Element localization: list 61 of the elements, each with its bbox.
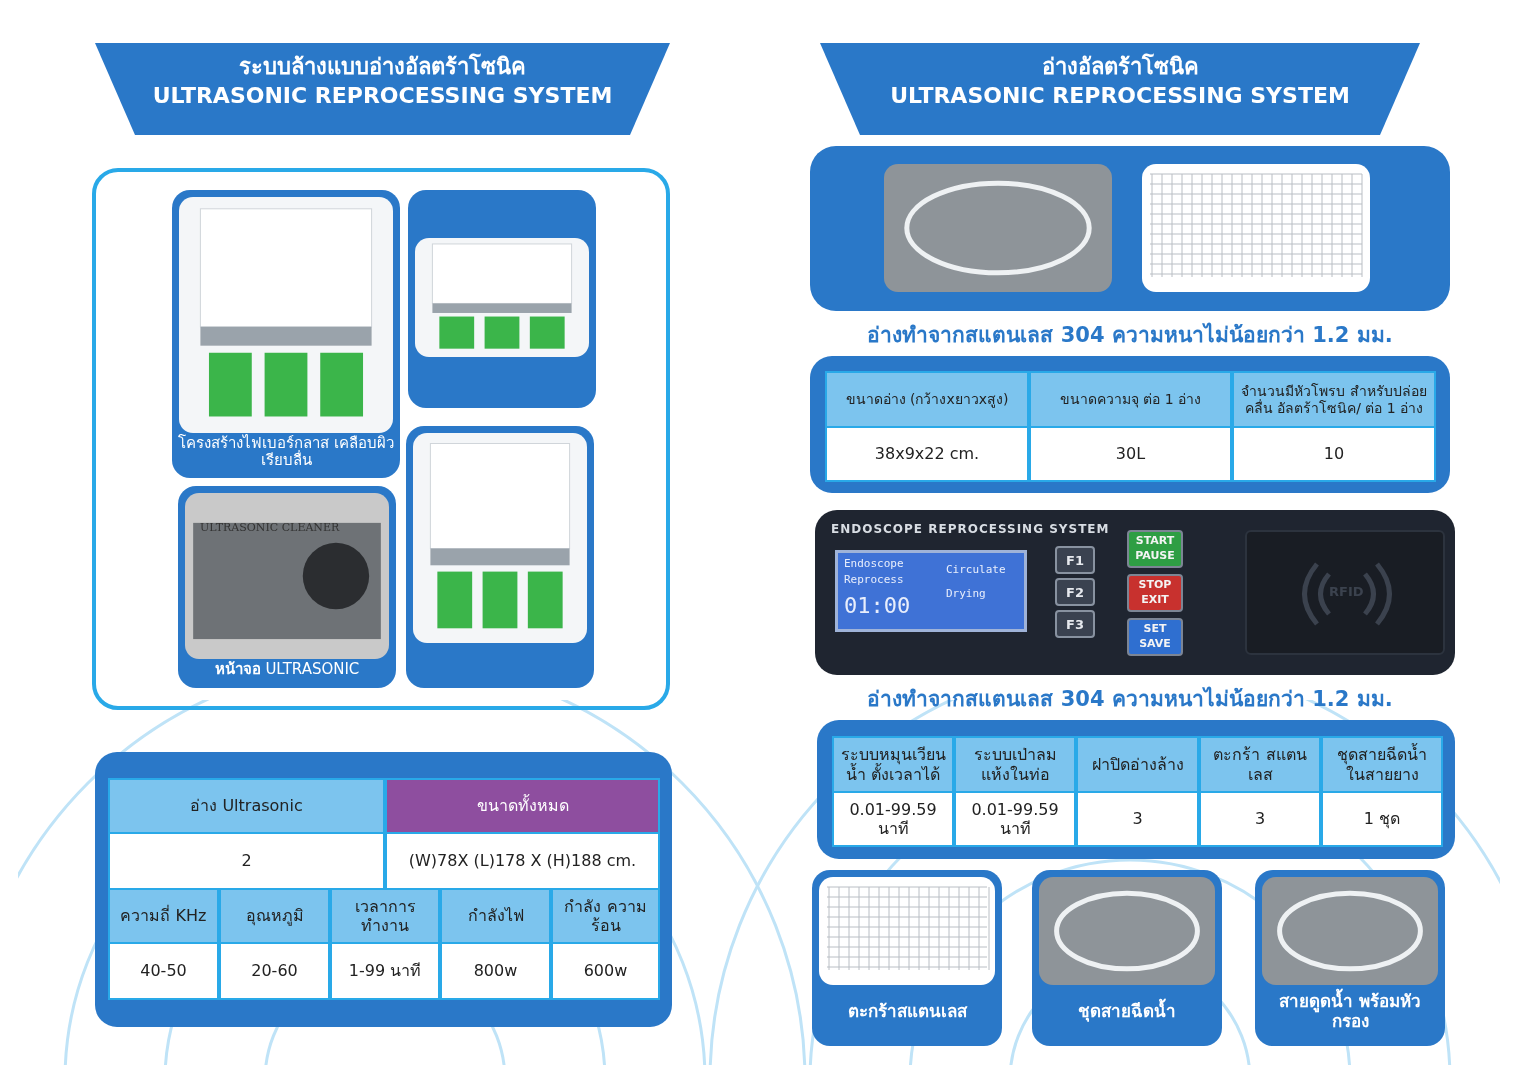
banner-title: ULTRASONIC REPROCESSING SYSTEM xyxy=(889,83,1351,108)
banner-title: ระบบล้างแบบอ่างอัลตร้าโซนิค xyxy=(238,52,527,81)
photo-card xyxy=(812,870,1002,1046)
header-cell: ฝาปิดอ่างล้าง xyxy=(1076,736,1199,793)
header-cell: ตะกร้า สแตนเลส xyxy=(1199,736,1321,793)
data-cell: 0.01-99.59 นาที xyxy=(954,791,1076,847)
screen-text: Reprocess xyxy=(844,573,904,586)
control-key: STOP EXIT xyxy=(1127,574,1183,612)
screen-text: Circulate xyxy=(946,563,1006,576)
function-key: F1 xyxy=(1055,546,1095,574)
screen-text: 01:00 xyxy=(844,593,911,618)
control-key: START PAUSE xyxy=(1127,530,1183,568)
header-cell: ขนาดอ่าง (กว้างxยาวxสูง) xyxy=(825,371,1029,428)
function-key: F2 xyxy=(1055,578,1095,606)
data-cell: 2 xyxy=(108,832,385,890)
header-cell: อุณหภูมิ xyxy=(219,888,330,944)
header-cell: ขนาดทั้งหมด xyxy=(385,778,660,834)
data-cell: 20-60 xyxy=(219,942,330,1000)
data-cell: 800w xyxy=(440,942,551,1000)
data-cell: (W)78X (L)178 X (H)188 cm. xyxy=(385,832,660,890)
control-key: SET SAVE xyxy=(1127,618,1183,656)
header-cell: เวลาการ ทำงาน xyxy=(330,888,440,944)
photo-card xyxy=(1255,870,1445,1046)
panel-title: ENDOSCOPE REPROCESSING SYSTEM xyxy=(831,522,1110,536)
data-cell: 3 xyxy=(1199,791,1321,847)
photo-card xyxy=(1032,870,1222,1046)
caption-text: อ่างทำจากสแตนเลส 304 ความหนาไม่น้อยกว่า 1.2 มม. xyxy=(866,321,1394,349)
data-cell: 30L xyxy=(1029,426,1232,482)
function-key: F3 xyxy=(1055,610,1095,638)
header-cell: ชุดสายฉีดน้ำ ในสายยาง xyxy=(1321,736,1443,793)
header-cell: ขนาดความจุ ต่อ 1 อ่าง xyxy=(1029,371,1232,428)
card-caption: ชุดสายฉีดน้ำ xyxy=(1038,984,1216,1040)
banner-title: อ่างอัลตร้าโซนิค xyxy=(1040,52,1200,81)
data-cell: 600w xyxy=(551,942,660,1000)
photo-card xyxy=(406,426,594,688)
card-caption: สายดูดน้ำ พร้อมหัวกรอง xyxy=(1261,984,1439,1040)
banner-title: ULTRASONIC REPROCESSING SYSTEM xyxy=(151,83,614,108)
data-cell: 1 ชุด xyxy=(1321,791,1443,847)
header-cell: กำลังไฟ xyxy=(440,888,551,944)
caption-text: อ่างทำจากสแตนเลส 304 ความหนาไม่น้อยกว่า 1.2 มม. xyxy=(866,685,1394,713)
header-cell: ระบบหมุนเวียนน้ำ ตั้งเวลาได้ xyxy=(832,736,954,793)
card-caption: โครงสร้างไฟเบอร์กลาส เคลือบผิวเรียบลื่น xyxy=(178,432,394,471)
photo-card xyxy=(178,486,396,688)
card-caption: หน้าจอ ULTRASONIC xyxy=(213,659,361,681)
data-cell: 38x9x22 cm. xyxy=(825,426,1029,482)
header-cell: จำนวนมีหัวโพรบ สำหรับปล่อยคลื่น อัลตร้าโซนิค/ ต่อ 1 อ่าง xyxy=(1232,371,1436,428)
data-cell: 10 xyxy=(1232,426,1436,482)
panel-label: ULTRASONIC CLEANER xyxy=(200,521,340,534)
data-cell: 40-50 xyxy=(108,942,219,1000)
photo-card xyxy=(408,190,596,408)
header-cell: อ่าง Ultrasonic xyxy=(108,778,385,834)
screen-text: Endoscope xyxy=(844,557,904,570)
data-cell: 0.01-99.59 นาที xyxy=(832,791,954,847)
header-cell: ระบบเป่าลม แห้งในท่อ xyxy=(954,736,1076,793)
header-cell: กำลัง ความร้อน xyxy=(551,888,660,944)
data-cell: 3 xyxy=(1076,791,1199,847)
screen-text: Drying xyxy=(946,587,986,600)
data-cell: 1-99 นาที xyxy=(330,942,440,1000)
photo-card xyxy=(172,190,400,478)
card-caption: ตะกร้าสแตนเลส xyxy=(846,1000,968,1024)
header-cell: ความถี่ KHz xyxy=(108,888,219,944)
